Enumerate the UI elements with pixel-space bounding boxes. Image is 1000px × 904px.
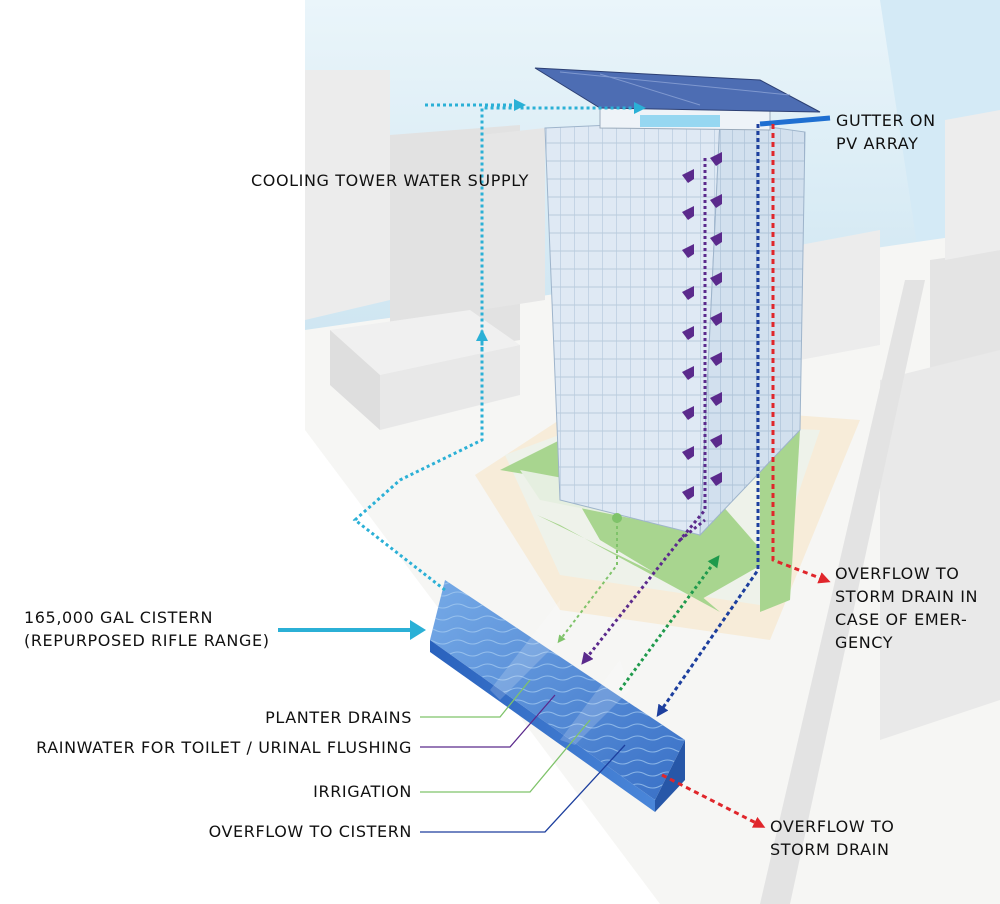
label-cistern: 165,000 GAL CISTERN (REPURPOSED RIFLE RA…: [24, 606, 270, 652]
flushing-riser: [581, 158, 707, 665]
label-overflow-to-cistern: OVERFLOW TO CISTERN: [208, 822, 412, 841]
label-overflow-emergency: OVERFLOW TO STORM DRAIN IN CASE OF EMER-…: [835, 562, 978, 654]
label-overflow-emergency-line3: CASE OF EMER-: [835, 610, 968, 629]
label-overflow-emergency-line1: OVERFLOW TO: [835, 564, 960, 583]
label-overflow-emergency-line2: STORM DRAIN IN: [835, 587, 979, 606]
flushing-fixtures: [682, 152, 722, 500]
label-gutter-line2: PV ARRAY: [836, 134, 919, 153]
planter-drain-line: [557, 520, 618, 644]
label-cistern-line2: (REPURPOSED RIFLE RANGE): [24, 631, 270, 650]
label-gutter-on-pv-array: GUTTER ON PV ARRAY: [836, 109, 936, 155]
gutter-pipe: [656, 115, 831, 717]
label-irrigation: IRRIGATION: [313, 782, 412, 801]
cooling-tower-supply-line: [352, 99, 646, 592]
office-tower: [534, 67, 821, 537]
label-gutter-line1: GUTTER ON: [836, 111, 936, 130]
label-planter-drains: PLANTER DRAINS: [265, 708, 412, 727]
planter-drain-source: [612, 513, 622, 523]
label-cistern-line1: 165,000 GAL CISTERN: [24, 608, 214, 627]
label-cooling-tower-water-supply: COOLING TOWER WATER SUPPLY: [251, 171, 530, 190]
label-overflow-storm-line2: STORM DRAIN: [770, 840, 890, 859]
cistern: [430, 580, 685, 812]
label-overflow-storm-drain: OVERFLOW TO STORM DRAIN: [770, 815, 895, 861]
emergency-overflow-line: [771, 124, 831, 584]
label-overflow-emergency-line4: GENCY: [835, 633, 894, 652]
storm-overflow-line: [661, 773, 766, 828]
irrigation-line: [618, 555, 720, 691]
leader-lines: [420, 679, 626, 833]
cistern-pointer-arrow: [278, 620, 426, 640]
label-rainwater-flushing: RAINWATER FOR TOILET / URINAL FLUSHING: [36, 738, 412, 757]
label-overflow-storm-line1: OVERFLOW TO: [770, 817, 895, 836]
